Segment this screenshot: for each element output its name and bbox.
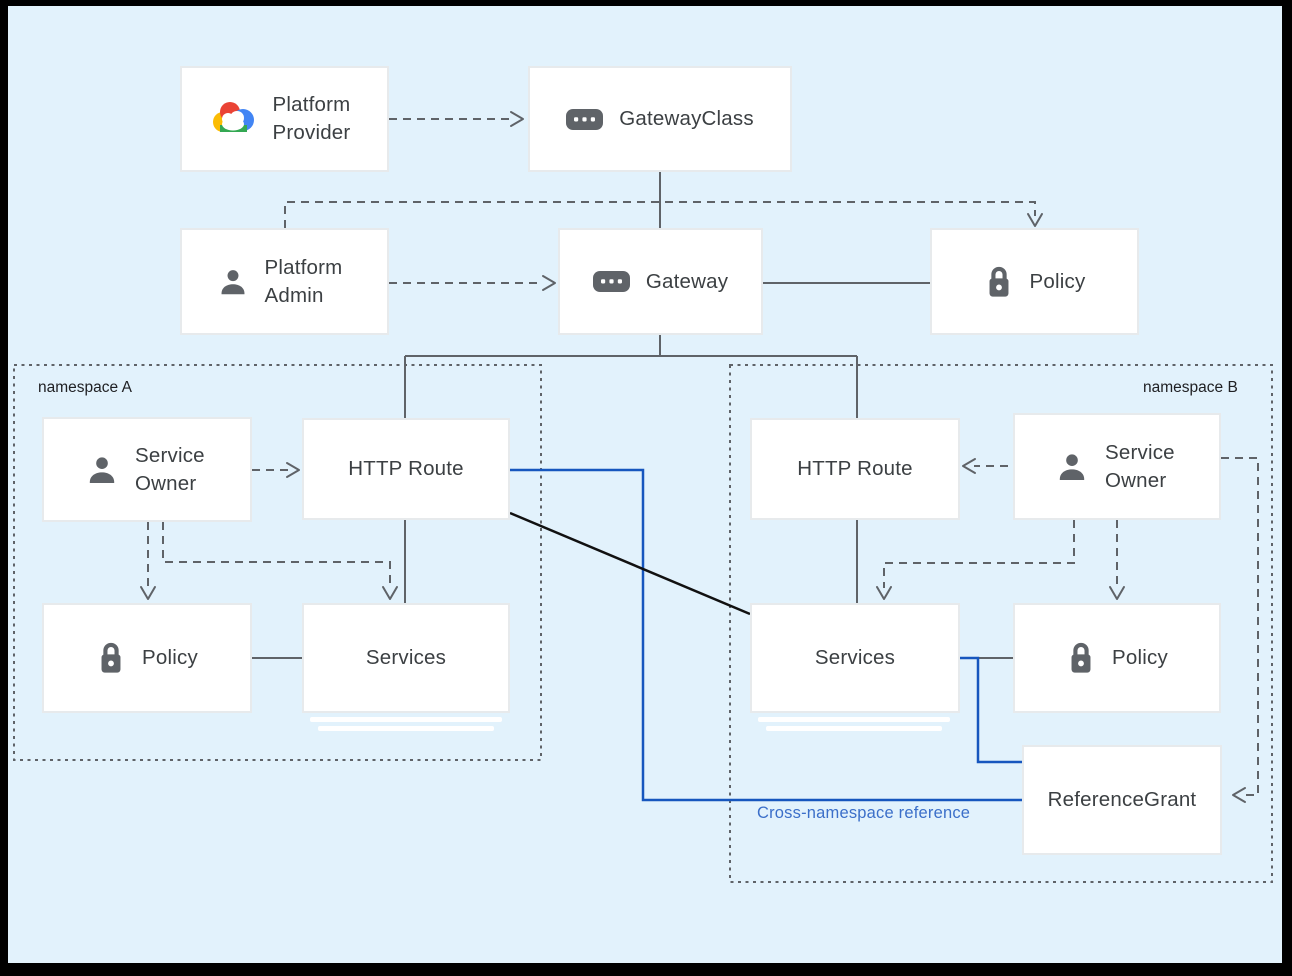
node-http-route-b: HTTP Route [750,418,960,520]
connector-httproute-a-services-b [509,511,751,616]
node-platform-admin: Platform Admin [180,228,389,335]
node-service-owner-b: Service Owner [1013,413,1221,520]
node-platform-provider: Platform Provider [180,66,389,172]
node-label: Service Owner [135,443,205,495]
node-label: Policy [142,646,198,670]
namespace-a-label: namespace A [38,379,132,396]
person-icon [217,266,249,298]
services-b-stack-decoration [758,717,950,722]
node-services-a: Services [302,603,510,713]
connector-serviceowner-b-services-b [883,520,1075,588]
connector-services-b-referencegrant [960,656,1022,764]
lock-icon [984,265,1014,299]
node-services-b: Services [750,603,960,713]
services-a-stack-decoration [310,717,502,722]
connector-serviceowner-b-referencegrant [1221,457,1259,796]
services-a-stack-decoration [318,726,494,731]
node-gateway-class: GatewayClass [528,66,792,172]
services-b-stack-decoration [766,726,942,731]
node-label: HTTP Route [797,457,913,481]
lock-icon [96,641,126,675]
frame-border [0,963,1292,976]
node-label: Service Owner [1105,440,1175,492]
node-service-owner-a: Service Owner [42,417,252,522]
frame-border [0,0,1292,6]
node-gateway: Gateway [558,228,763,335]
node-http-route-a: HTTP Route [302,418,510,520]
resource-chip-icon [592,271,630,292]
google-cloud-icon [209,99,257,139]
node-label: ReferenceGrant [1047,788,1197,812]
node-label: Platform Provider [272,93,351,144]
connector-httproute-a-referencegrant [510,468,1022,802]
node-label: Gateway [645,269,729,293]
person-icon [85,453,119,487]
namespace-a-boundary [13,364,542,761]
node-policy-a: Policy [42,603,252,713]
resource-chip-icon [566,108,604,130]
cross-namespace-reference-label: Cross-namespace reference [757,804,971,822]
node-policy-b: Policy [1013,603,1221,713]
connector-gateway-httproutes [404,335,858,418]
node-policy-admin: Policy [930,228,1139,335]
frame-border [0,0,8,976]
arrowheads [140,111,1246,803]
frame-border [1282,0,1292,976]
node-label: Policy [1112,646,1168,670]
lock-icon [1066,641,1096,675]
namespace-b-boundary [729,364,1273,883]
node-label: Platform Admin [264,255,343,307]
node-label: Services [814,646,896,670]
person-icon [1055,450,1089,484]
node-label: HTTP Route [348,457,464,481]
node-label: Services [365,646,447,670]
node-reference-grant: ReferenceGrant [1022,745,1222,855]
node-label: GatewayClass [619,107,754,131]
connector-serviceowner-a-services-a [162,522,391,588]
node-label: Policy [1029,269,1086,293]
namespace-b-label: namespace B [1143,379,1238,396]
